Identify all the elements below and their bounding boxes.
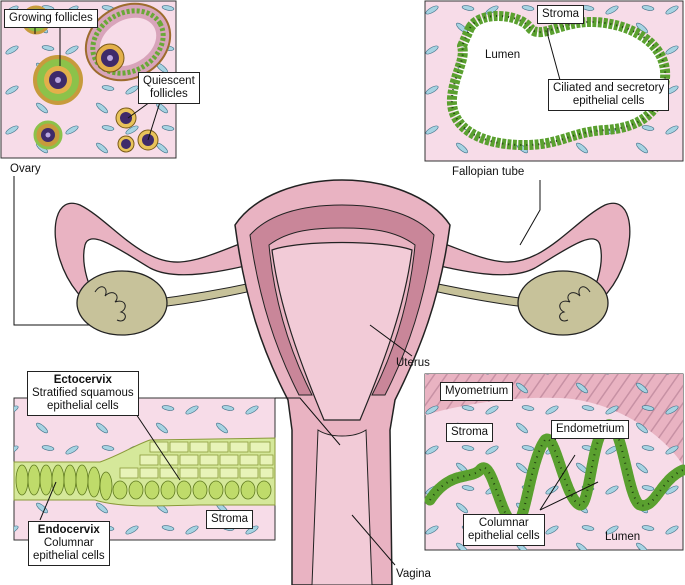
ovary-label: Ovary <box>10 163 41 175</box>
cervix-stroma-label: Stroma <box>206 510 254 529</box>
uterus-label: Uterus <box>396 357 430 369</box>
uterus-anatomy <box>54 179 631 585</box>
growing-follicles-label: Growing follicles <box>4 9 98 28</box>
tube-stroma-label: Stroma <box>537 5 585 24</box>
fallopian-tube-label: Fallopian tube <box>452 166 525 178</box>
ciliated-secretory-cells-label: Ciliated and secretory epithelial cells <box>548 79 670 111</box>
uterus-lumen-label: Lumen <box>605 531 641 543</box>
endometrium-label: Endometrium <box>551 420 630 439</box>
vagina-label: Vagina <box>396 568 431 580</box>
uterus-stroma-label: Stroma <box>446 423 494 442</box>
tube-lumen-label: Lumen <box>485 49 521 61</box>
endocervix-label: Endocervix Columnar epithelial cells <box>28 521 110 566</box>
quiescent-follicles-label: Quiescent follicles <box>138 72 200 104</box>
columnar-cells-label: Columnar epithelial cells <box>463 514 545 546</box>
ectocervix-label: Ectocervix Stratified squamous epithelia… <box>27 371 139 416</box>
myometrium-label: Myometrium <box>440 382 514 401</box>
